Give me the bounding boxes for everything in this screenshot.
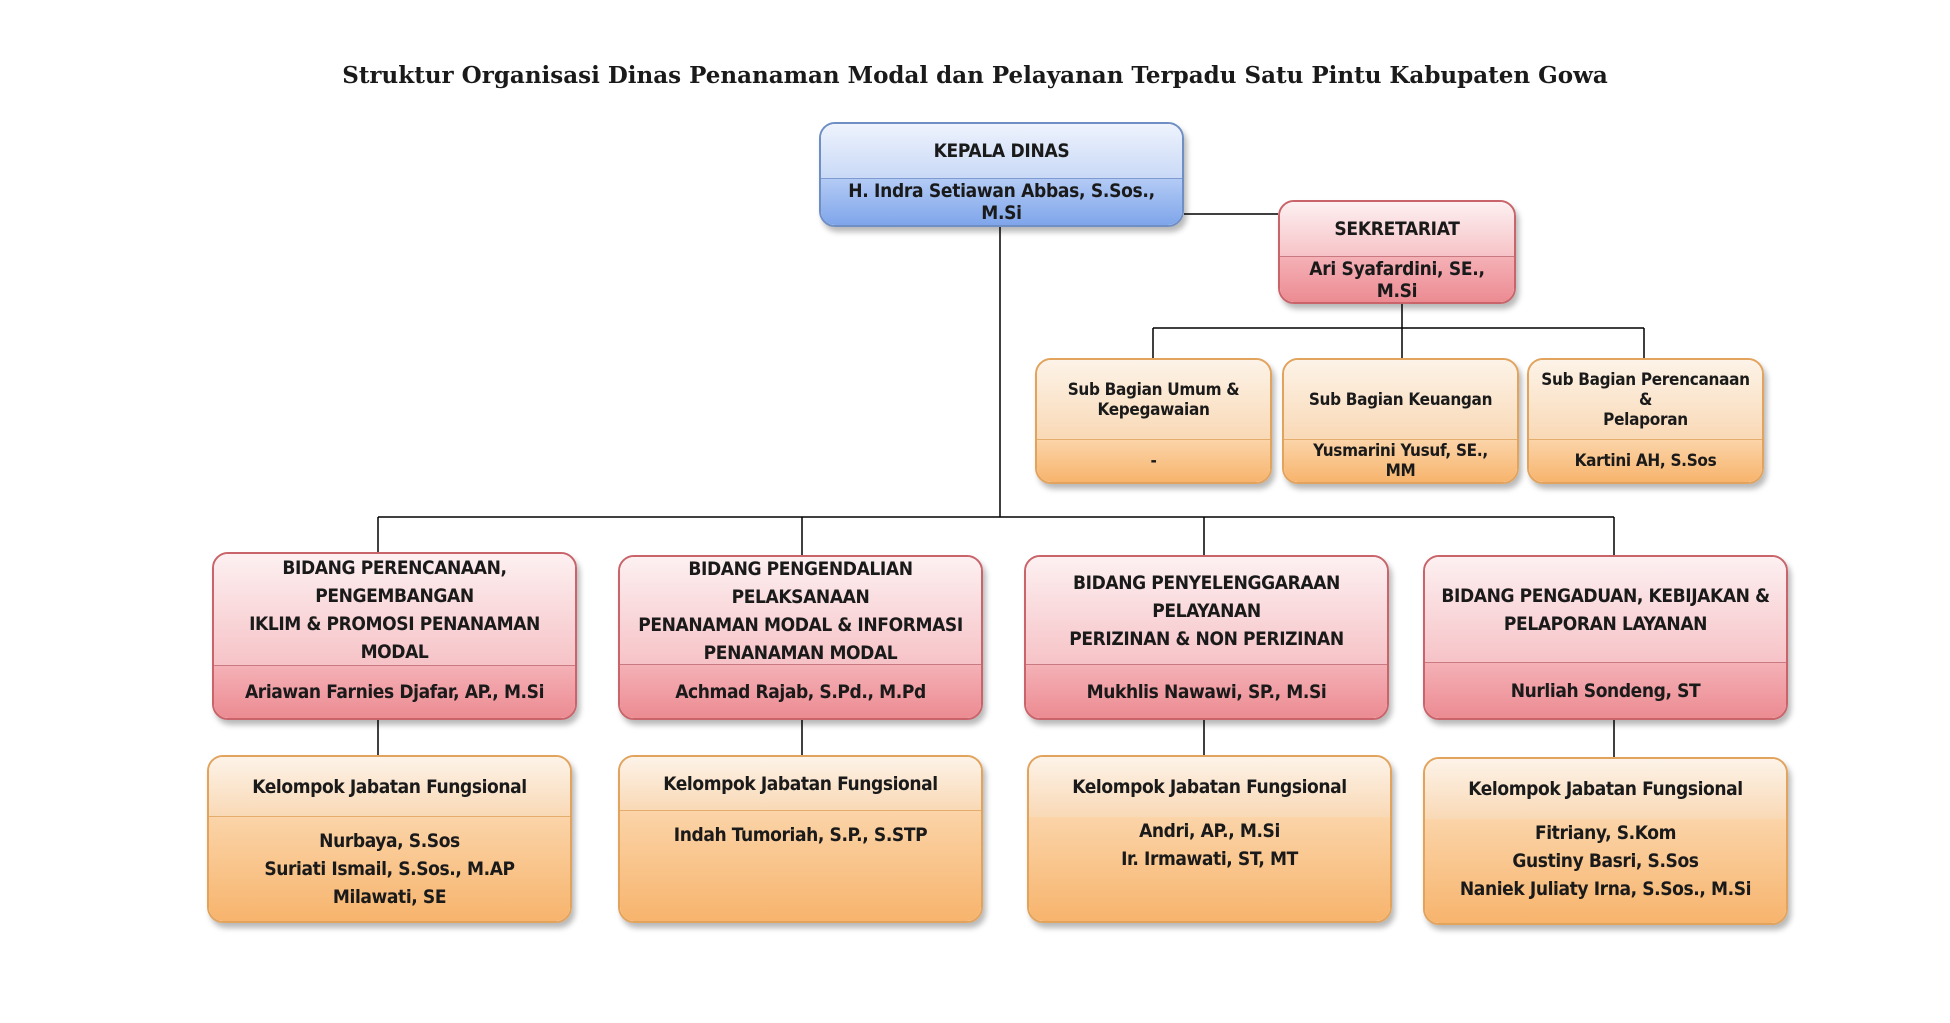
subbagian-perencanaan-name: Kartini AH, S.Sos [1529, 440, 1762, 482]
subbagian-keuangan-title: Sub Bagian Keuangan [1284, 360, 1517, 440]
kelompok-member: Andri, AP., M.Si [1139, 820, 1280, 842]
subbagian-keuangan-name: Yusmarini Yusuf, SE., MM [1284, 440, 1517, 482]
kepala-dinas-title: KEPALA DINAS [821, 124, 1182, 179]
kelompok-title: Kelompok Jabatan Fungsional [1425, 759, 1786, 819]
bidang-title-line: BIDANG PENGADUAN, KEBIJAKAN & [1441, 584, 1770, 607]
sekretariat-box: SEKRETARIAT Ari Syafardini, SE., M.Si [1278, 200, 1516, 304]
kelompok-member: Fitriany, S.Kom [1534, 822, 1677, 844]
bidang-title-line: IKLIM & PROMOSI PENANAMAN MODAL [249, 612, 540, 663]
kelompok-box-3: Kelompok Jabatan Fungsional Andri, AP., … [1027, 755, 1392, 923]
subbagian-title-line: Pelaporan [1603, 409, 1688, 430]
kelompok-members: Nurbaya, S.Sos Suriati Ismail, S.Sos., M… [209, 817, 570, 921]
subbagian-title-line: Sub Bagian Perencanaan & [1541, 369, 1750, 410]
bidang-perencanaan-box: BIDANG PERENCANAAN, PENGEMBANGAN IKLIM &… [212, 552, 577, 720]
bidang-title-line: PERIZINAN & NON PERIZINAN [1069, 627, 1344, 650]
kelompok-title: Kelompok Jabatan Fungsional [620, 757, 981, 811]
bidang-title-line: PENANAMAN MODAL [703, 641, 898, 664]
subbagian-umum-box: Sub Bagian Umum & Kepegawaian - [1035, 358, 1272, 484]
kepala-dinas-box: KEPALA DINAS H. Indra Setiawan Abbas, S.… [819, 122, 1184, 227]
kelompok-box-4: Kelompok Jabatan Fungsional Fitriany, S.… [1423, 757, 1788, 925]
kelompok-box-1: Kelompok Jabatan Fungsional Nurbaya, S.S… [207, 755, 572, 923]
kelompok-members: Indah Tumoriah, S.P., S.STP [620, 811, 981, 921]
sekretariat-name: Ari Syafardini, SE., M.Si [1280, 257, 1514, 302]
kelompok-members: Fitriany, S.Kom Gustiny Basri, S.Sos Nan… [1425, 819, 1786, 923]
sekretariat-title: SEKRETARIAT [1280, 202, 1514, 257]
subbagian-keuangan-box: Sub Bagian Keuangan Yusmarini Yusuf, SE.… [1282, 358, 1519, 484]
kelompok-member: Nurbaya, S.Sos [319, 830, 460, 852]
kelompok-member: Naniek Juliaty Irna, S.Sos., M.Si [1459, 878, 1752, 900]
kelompok-title: Kelompok Jabatan Fungsional [209, 757, 570, 817]
subbagian-title-line: Sub Bagian Keuangan [1308, 389, 1493, 410]
kelompok-member: Suriati Ismail, S.Sos., M.AP [264, 858, 515, 880]
bidang-penyelenggaraan-title: BIDANG PENYELENGGARAAN PELAYANAN PERIZIN… [1026, 557, 1387, 665]
bidang-pengaduan-box: BIDANG PENGADUAN, KEBIJAKAN & PELAPORAN … [1423, 555, 1788, 720]
kelompok-members: Andri, AP., M.Si Ir. Irmawati, ST, MT [1029, 817, 1390, 921]
bidang-perencanaan-name: Ariawan Farnies Djafar, AP., M.Si [214, 666, 575, 718]
bidang-title-line: PENANAMAN MODAL & INFORMASI [638, 613, 963, 636]
subbagian-umum-title: Sub Bagian Umum & Kepegawaian [1037, 360, 1270, 440]
kelompok-member: Gustiny Basri, S.Sos [1512, 850, 1699, 872]
subbagian-umum-name: - [1037, 440, 1270, 482]
bidang-pengendalian-name: Achmad Rajab, S.Pd., M.Pd [620, 665, 981, 718]
subbagian-perencanaan-box: Sub Bagian Perencanaan & Pelaporan Karti… [1527, 358, 1764, 484]
bidang-pengendalian-box: BIDANG PENGENDALIAN PELAKSANAAN PENANAMA… [618, 555, 983, 720]
kepala-dinas-name: H. Indra Setiawan Abbas, S.Sos., M.Si [821, 179, 1182, 225]
kelompok-box-2: Kelompok Jabatan Fungsional Indah Tumori… [618, 755, 983, 923]
kelompok-title: Kelompok Jabatan Fungsional [1029, 757, 1390, 817]
bidang-penyelenggaraan-name: Mukhlis Nawawi, SP., M.Si [1026, 665, 1387, 718]
chart-title: Struktur Organisasi Dinas Penanaman Moda… [342, 62, 1608, 89]
bidang-title-line: PELAPORAN LAYANAN [1503, 612, 1708, 635]
kelompok-member: Indah Tumoriah, S.P., S.STP [673, 824, 928, 846]
bidang-pengaduan-name: Nurliah Sondeng, ST [1425, 663, 1786, 718]
bidang-title-line: BIDANG PENYELENGGARAAN PELAYANAN [1073, 571, 1340, 622]
kelompok-member: Ir. Irmawati, ST, MT [1121, 848, 1298, 870]
subbagian-title-line: Kepegawaian [1097, 399, 1210, 420]
kelompok-member: Milawati, SE [332, 886, 447, 908]
bidang-perencanaan-title: BIDANG PERENCANAAN, PENGEMBANGAN IKLIM &… [214, 554, 575, 666]
bidang-title-line: BIDANG PERENCANAAN, PENGEMBANGAN [282, 556, 507, 607]
subbagian-perencanaan-title: Sub Bagian Perencanaan & Pelaporan [1529, 360, 1762, 440]
bidang-penyelenggaraan-box: BIDANG PENYELENGGARAAN PELAYANAN PERIZIN… [1024, 555, 1389, 720]
bidang-title-line: BIDANG PENGENDALIAN PELAKSANAAN [688, 557, 913, 608]
bidang-pengaduan-title: BIDANG PENGADUAN, KEBIJAKAN & PELAPORAN … [1425, 557, 1786, 663]
subbagian-title-line: Sub Bagian Umum & [1067, 379, 1240, 400]
bidang-pengendalian-title: BIDANG PENGENDALIAN PELAKSANAAN PENANAMA… [620, 557, 981, 665]
